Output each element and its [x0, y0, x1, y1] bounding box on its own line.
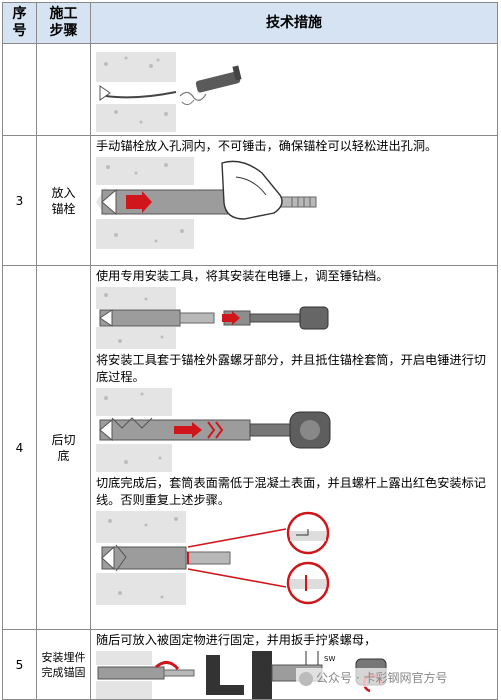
table-row-fix-anchor: 5 安装埋件完成锚固 随后可放入被固定物进行固定，并用扳手拧紧螺母，	[2, 629, 498, 700]
row-step: 放入锚栓	[36, 135, 91, 266]
row-number: 5	[2, 629, 37, 700]
fixing-figures: SW	[96, 651, 493, 699]
undercutting-figure	[96, 388, 331, 472]
row-step	[36, 43, 91, 136]
hole-cleaning-figure	[96, 52, 242, 132]
table-row-insert-anchor: 3 放入锚栓 手动锚栓放入孔洞内，不可锤击，确保锚栓可以轻松进出孔洞。	[2, 135, 498, 266]
row-measures: 随后可放入被固定物进行固定，并用扳手拧紧螺母，	[90, 629, 498, 700]
insert-anchor-figure	[96, 157, 317, 249]
setting-tool-figure	[96, 287, 329, 349]
undercut-complete-figure	[96, 511, 330, 605]
row-step: 安装埋件完成锚固	[36, 629, 91, 700]
watermark: 公众号 · 卡彩钢网官方号	[296, 668, 451, 687]
instruction-text: 将安装工具套于锚栓外露螺牙部分，并且抵住锚栓套筒，开启电锤进行切底过程。	[96, 353, 486, 384]
header-construction-step: 施工步骤	[36, 2, 91, 44]
instruction-text: 手动锚栓放入孔洞内，不可锤击，确保锚栓可以轻松进出孔洞。	[96, 139, 438, 153]
instruction-text: 随后可放入被固定物进行固定，并用扳手拧紧螺母，	[96, 633, 377, 647]
table-row-cleaning	[2, 43, 498, 136]
header-serial-number: 序号	[2, 2, 37, 44]
row-measures: 手动锚栓放入孔洞内，不可锤击，确保锚栓可以轻松进出孔洞。	[90, 135, 498, 266]
row-measures	[90, 43, 498, 136]
row-measures: 使用专用安装工具，将其安装在电锤上，调至锤钻档。 将安装工具套于锚栓外露螺牙部分…	[90, 265, 498, 630]
instruction-text: 切底完成后，套筒表面需低于混凝土表面，并且螺杆上露出红色安装标记线。否则重复上述…	[96, 476, 486, 507]
fixture-placement-figure	[96, 651, 244, 699]
row-number: 4	[2, 265, 37, 630]
instruction-text: 使用专用安装工具，将其安装在电锤上，调至锤钻档。	[96, 269, 389, 283]
row-number	[2, 43, 37, 136]
header-technical-measures: 技术措施	[90, 2, 498, 44]
row-number: 3	[2, 135, 37, 266]
table-row-undercut: 4 后切底 使用专用安装工具，将其安装在电锤上，调至锤钻档。 将安装工具套于锚栓…	[2, 265, 498, 630]
sw-label: SW	[324, 655, 335, 663]
table-header-row: 序号 施工步骤 技术措施	[2, 2, 498, 44]
wechat-icon	[299, 671, 313, 686]
row-step: 后切底	[36, 265, 91, 630]
